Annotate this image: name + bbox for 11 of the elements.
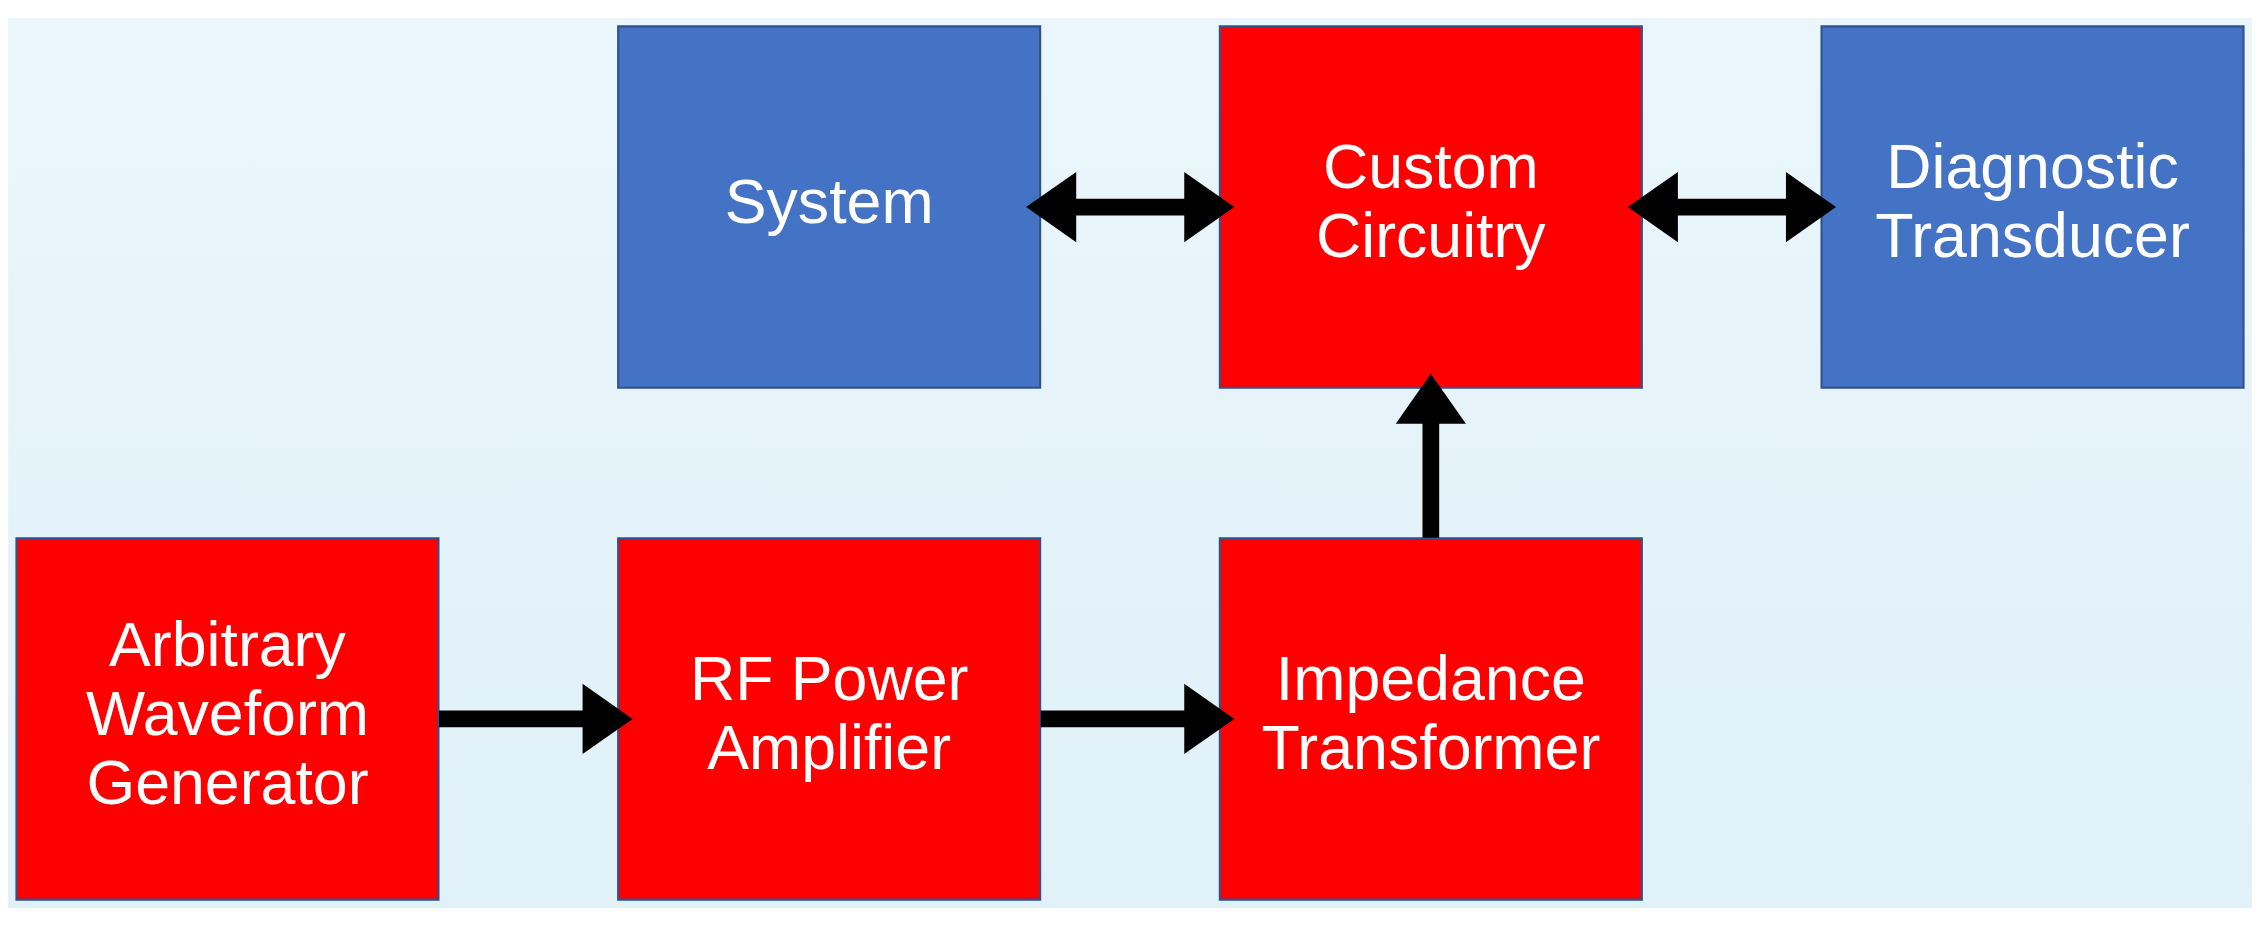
node-box: Impedance Transformer	[1218, 536, 1643, 901]
arrow	[1026, 171, 1235, 242]
node-box: Custom Circuitry	[1218, 24, 1643, 389]
node-box: System	[617, 24, 1042, 389]
node-box: Arbitrary Waveform Generator	[15, 536, 440, 901]
node-box: RF Power Amplifier	[617, 536, 1042, 901]
node-box: Diagnostic Transducer	[1820, 24, 2245, 389]
arrow	[439, 683, 633, 754]
arrow	[1627, 171, 1837, 242]
arrow	[1395, 373, 1466, 538]
arrow	[1040, 683, 1235, 754]
